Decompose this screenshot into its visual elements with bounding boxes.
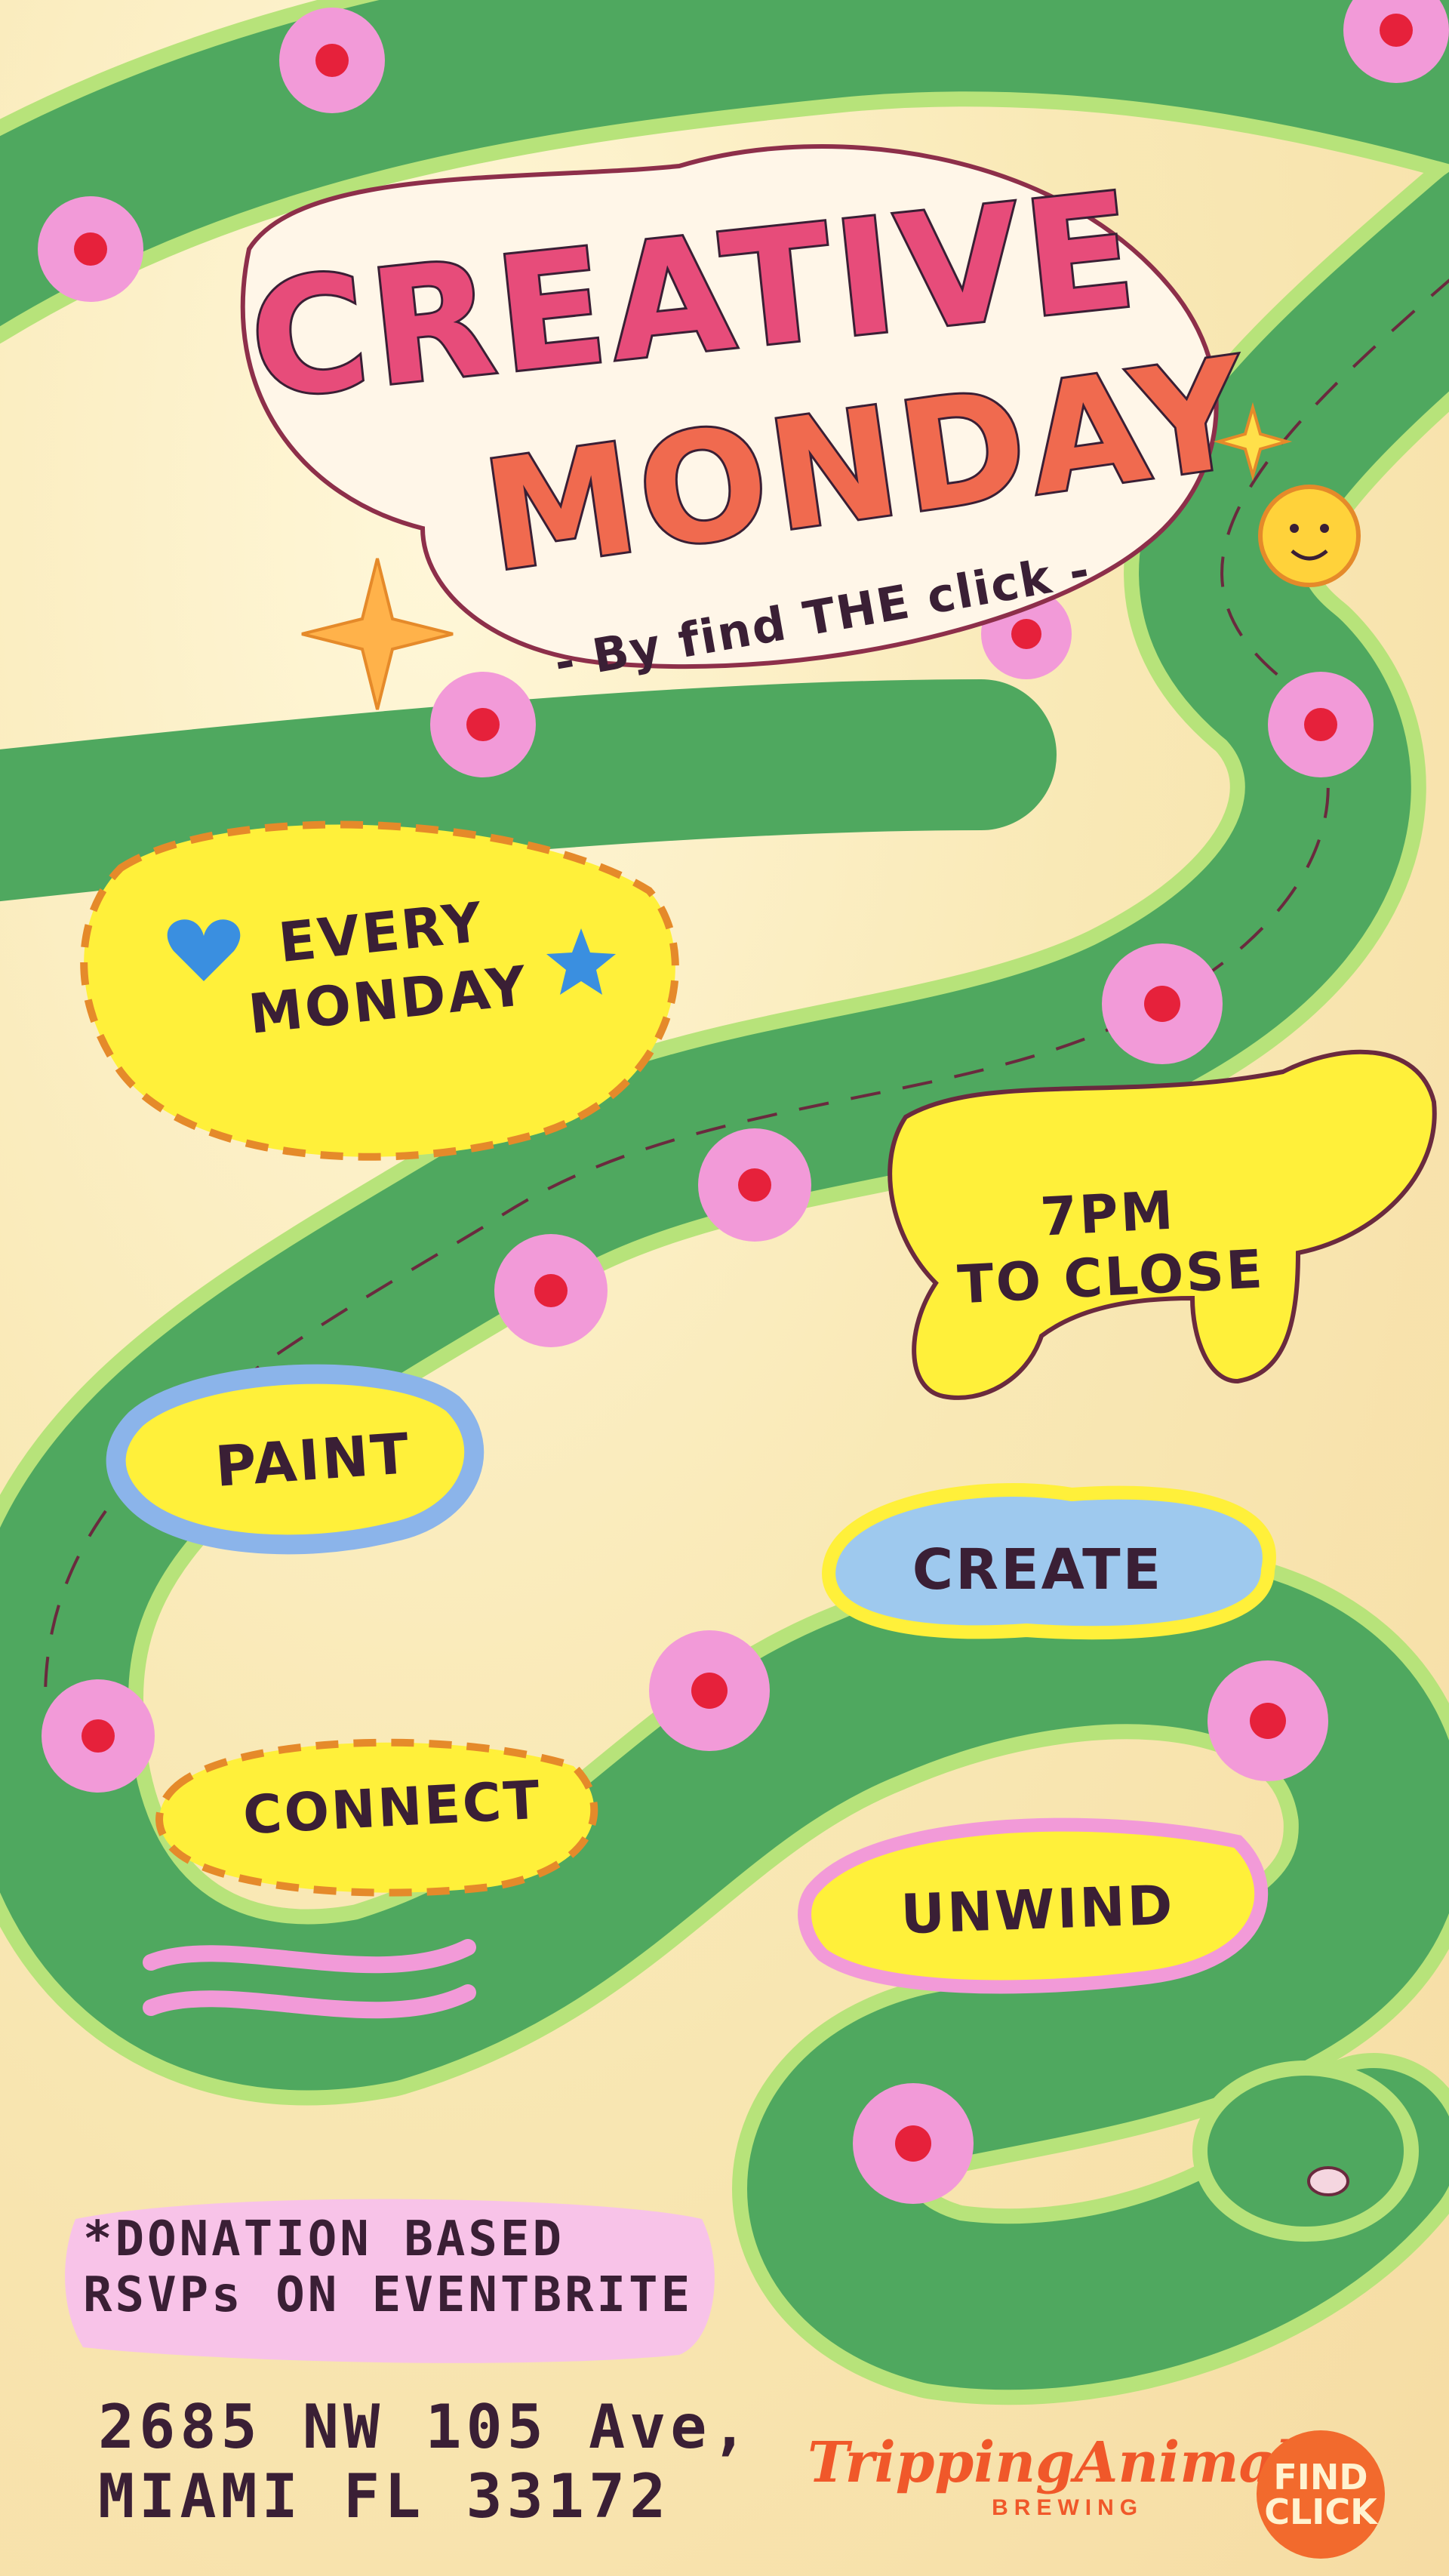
connect-blob — [155, 1738, 598, 1897]
sponsor-sub: BREWING — [992, 2495, 1144, 2520]
heart-icon — [167, 919, 241, 981]
every-monday-badge: EVERY MONDAY — [217, 852, 553, 1080]
paint-label: PAINT — [213, 1421, 414, 1500]
event-address: 2685 NW 105 Ave, MIAMI FL 33172 — [98, 2393, 752, 2531]
address-street: 2685 NW 105 Ave, — [98, 2392, 752, 2462]
organizer-logo-line2: CLICK — [1264, 2491, 1377, 2532]
paint-badge: PAINT — [186, 1403, 441, 1519]
unwind-badge: UNWIND — [866, 1851, 1210, 1968]
sponsor-name: TrippingAnimals — [808, 2430, 1328, 2495]
connect-badge: CONNECT — [217, 1750, 568, 1866]
event-details: *DONATION BASED RSVPs ON EVENTBRITE — [83, 2211, 709, 2355]
create-label: CREATE — [912, 1537, 1164, 1602]
flower-decorations — [38, 0, 1449, 2204]
snake-head — [1192, 2060, 1419, 2242]
star-icon — [546, 928, 616, 995]
create-badge: CREATE — [868, 1525, 1208, 1615]
time-badge: 7PM TO CLOSE — [947, 1154, 1272, 1337]
create-cloud — [822, 1483, 1276, 1640]
paint-blob — [106, 1364, 485, 1555]
smiley-icon — [1258, 485, 1361, 587]
address-city: MIAMI FL 33172 — [98, 2461, 671, 2531]
time-end: TO CLOSE — [955, 1238, 1266, 1316]
rsvp-text: RSVPs ON EVENTBRITE — [83, 2267, 694, 2323]
sparkle-icon — [301, 558, 454, 710]
sparkle-icon — [1213, 402, 1293, 482]
title-cloud — [240, 143, 1219, 669]
time-start: 7PM — [1038, 1179, 1177, 1248]
unwind-label: UNWIND — [900, 1873, 1176, 1947]
organizer-logo-line1: FIND — [1273, 2457, 1368, 2498]
unwind-blob — [798, 1817, 1269, 1994]
donation-text: *DONATION BASED — [83, 2211, 565, 2267]
sponsor-logo: TrippingAnimals BREWING — [808, 2430, 1327, 2521]
connect-label: CONNECT — [242, 1768, 543, 1847]
organizer-logo: FIND CLICK — [1257, 2430, 1385, 2559]
details-blob — [65, 2199, 715, 2363]
every-monday-blob — [80, 820, 679, 1161]
leopard — [888, 1049, 1437, 1400]
